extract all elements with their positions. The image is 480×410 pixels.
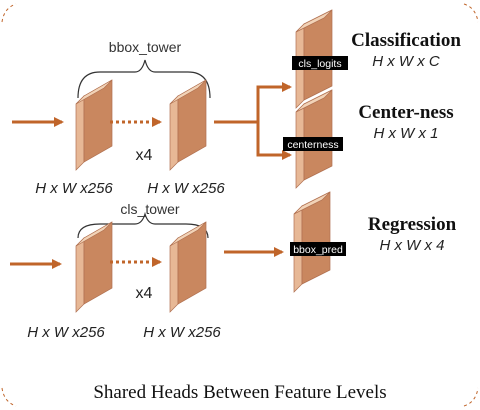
output-panel (295, 89, 333, 189)
output-tag-bg (290, 242, 346, 256)
figure-caption: Shared Heads Between Feature Levels (93, 382, 386, 403)
feature-panel (75, 79, 113, 171)
feature-panel (75, 221, 113, 313)
corner-decoration (1, 3, 17, 23)
tensor-dims-label: H x W x256 (35, 180, 113, 197)
head-dims: H x W x C (372, 53, 440, 70)
tensor-dims-label: H x W x256 (27, 324, 105, 341)
head-title: Center-ness (358, 102, 453, 123)
output-panel (295, 9, 333, 109)
corner-decoration (1, 387, 17, 407)
tower-brace (77, 211, 209, 239)
head-dims: H x W x 1 (373, 125, 438, 142)
output-tag: cls_logits (298, 58, 341, 70)
branch-arrow (256, 122, 292, 160)
tensor-dims-label: H x W x256 (147, 180, 225, 197)
output-tag-bg (292, 56, 348, 70)
tower-brace (77, 59, 211, 99)
branch-arrow (214, 82, 292, 124)
tower-brace-label: bbox_tower (109, 39, 182, 55)
tensor-dims-label: H x W x256 (143, 324, 221, 341)
tower-brace-label: cls_tower (120, 201, 179, 217)
feature-panel (169, 79, 207, 171)
head-title: Classification (351, 30, 461, 51)
output-tag: centerness (287, 139, 338, 151)
corner-decoration (463, 3, 479, 23)
repeat-label: x4 (136, 285, 153, 302)
head-title: Regression (368, 214, 457, 235)
corner-decoration (463, 387, 479, 407)
repeat-label: x4 (136, 147, 153, 164)
head-dims: H x W x 4 (379, 237, 444, 254)
feature-panel (169, 221, 207, 313)
output-tag-bg (283, 137, 343, 151)
output-tag: bbox_pred (293, 244, 343, 256)
